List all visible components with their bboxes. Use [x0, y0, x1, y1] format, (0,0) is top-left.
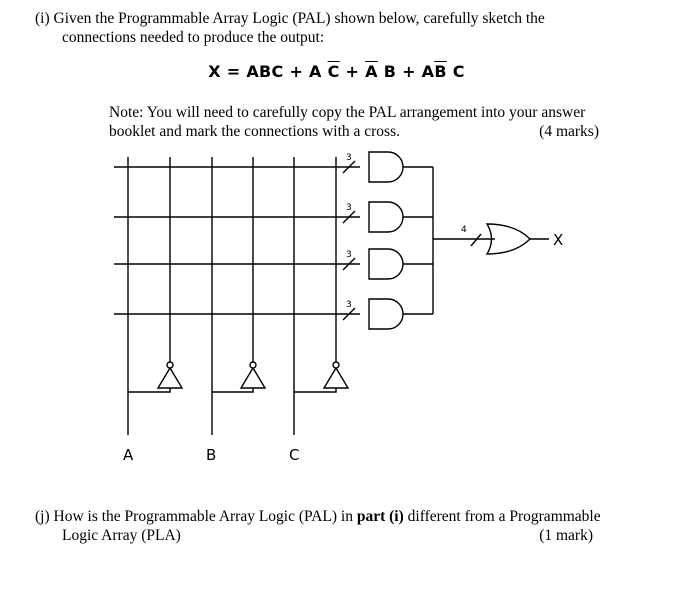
and-gate-4: [342, 298, 404, 330]
note: Note: You will need to carefully copy th…: [109, 103, 609, 141]
and-input-count-3: 3: [346, 250, 352, 260]
and-input-count-4: 3: [346, 300, 352, 310]
note-line1: Note: You will need to carefully copy th…: [109, 104, 586, 121]
inverters: [156, 361, 350, 389]
question-j: (j) How is the Programmable Array Logic …: [35, 507, 635, 545]
question-i-line1: (i) Given the Programmable Array Logic (…: [35, 10, 545, 27]
input-label-a: A: [123, 446, 134, 464]
output-label: X: [553, 231, 563, 249]
input-label-c: C: [289, 446, 299, 464]
or-bus-slash: [470, 233, 482, 247]
eq-term1: ABC: [246, 62, 284, 81]
question-j-part-ref: part (i): [356, 508, 404, 525]
bus-slash: [342, 307, 356, 321]
and-gate-1: [342, 151, 404, 183]
and-to-or-wiring: [403, 166, 495, 315]
inverter-C: [322, 361, 350, 389]
note-marks: (4 marks): [539, 123, 599, 140]
eq-term3: A B: [365, 62, 397, 81]
or-input-count: 4: [461, 225, 467, 235]
eq-term4: AB C: [421, 62, 465, 81]
question-i-line2: connections needed to produce the output…: [62, 29, 325, 46]
question-j-line1a: (j) How is the Programmable Array Logic …: [35, 508, 357, 525]
eq-plus1: +: [289, 62, 304, 81]
eq-term2: A C: [309, 62, 340, 81]
and-input-count-1: 3: [346, 153, 352, 163]
inverter-A: [156, 361, 184, 389]
question-j-marks: (1 mark): [539, 527, 593, 544]
product-term-lines: [114, 166, 360, 315]
question-i: (i) Given the Programmable Array Logic (…: [35, 9, 635, 47]
bus-slash: [342, 160, 356, 174]
target-equation: X = ABC + A C + A B + AB C: [0, 62, 673, 81]
eq-plus2: +: [345, 62, 360, 81]
bus-slash: [342, 257, 356, 271]
eq-plus3: +: [402, 62, 416, 81]
inverter-B: [239, 361, 267, 389]
note-line2: booklet and mark the connections with a …: [109, 123, 400, 140]
question-j-line2: Logic Array (PLA): [62, 527, 181, 544]
inverter-feeds: [128, 388, 337, 393]
and-gate-2: [342, 201, 404, 233]
question-j-line1c: different from a Programmable: [403, 508, 601, 525]
and-gate-3: [342, 248, 404, 280]
input-label-b: B: [206, 446, 216, 464]
eq-equals: =: [226, 62, 241, 81]
bus-slash: [342, 210, 356, 224]
and-input-count-2: 3: [346, 203, 352, 213]
or-gate: [485, 223, 549, 255]
and-gates: [342, 151, 404, 330]
eq-lhs: X: [208, 62, 221, 81]
input-lines: [127, 157, 337, 435]
